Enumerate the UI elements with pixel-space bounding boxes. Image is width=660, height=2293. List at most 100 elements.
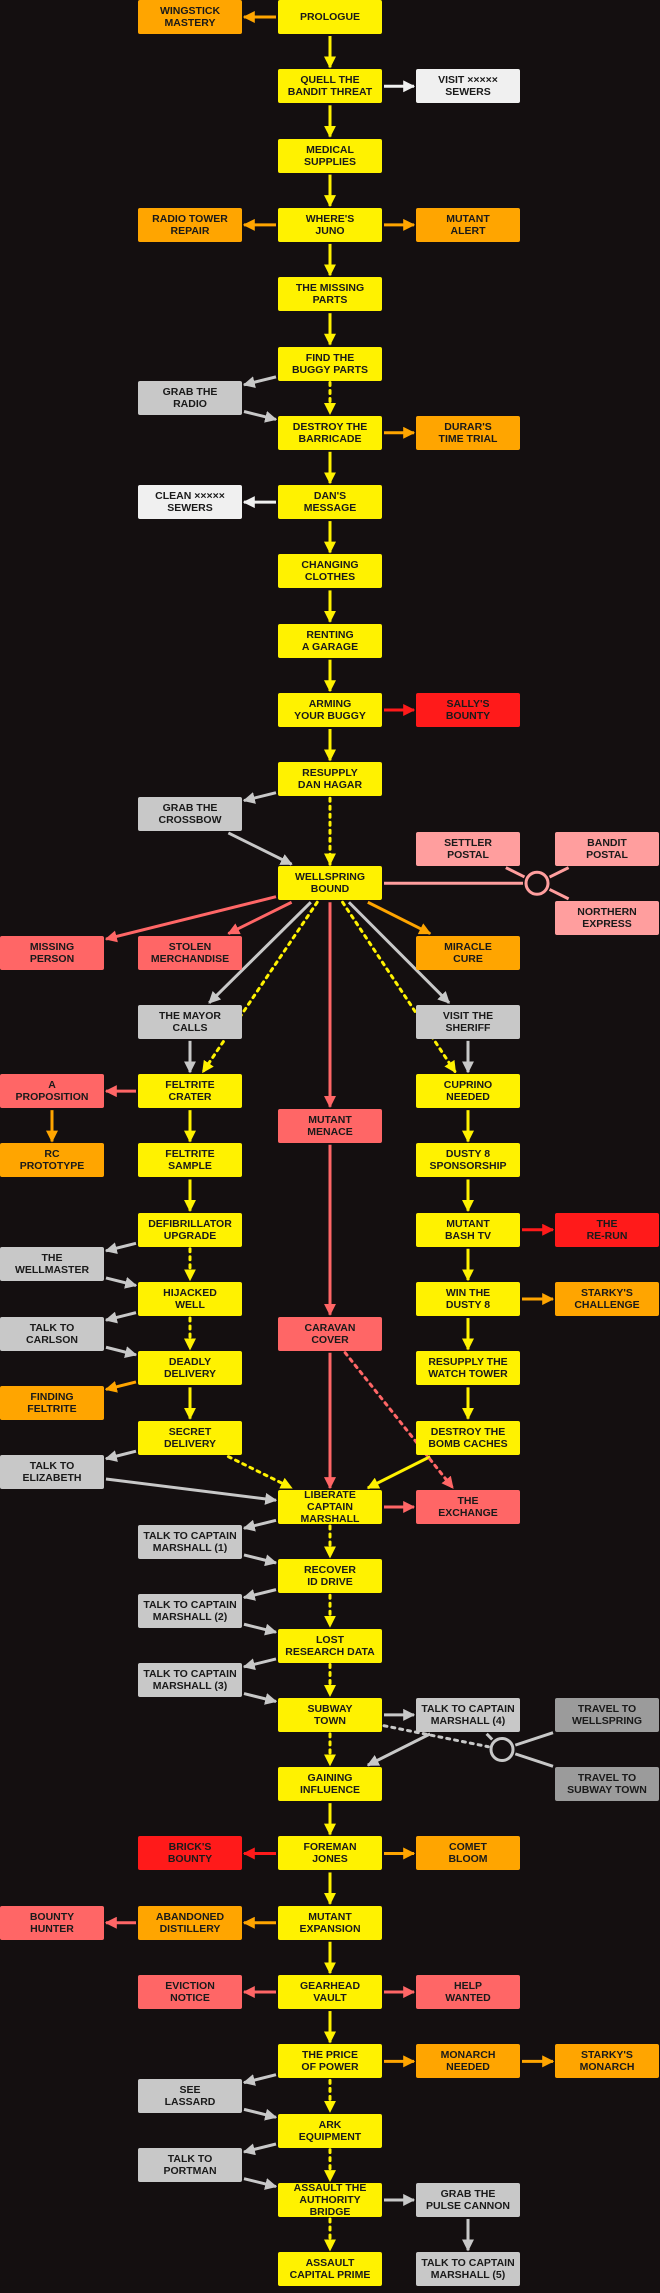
quest-node-liberate: LIBERATE CAPTAIN MARSHALL bbox=[278, 1489, 382, 1525]
branch-hub-travel-hub bbox=[489, 1737, 515, 1762]
quest-node-crossbow: GRAB THE CROSSBOW bbox=[138, 796, 242, 831]
link-liberate-to-tcm1 bbox=[242, 1518, 277, 1532]
quest-node-lost: LOST RESEARCH DATA bbox=[278, 1628, 382, 1663]
link-wellspring-to-mayor bbox=[208, 901, 312, 1004]
quest-node-tcm1: TALK TO CAPTAIN MARSHALL (1) bbox=[138, 1524, 242, 1559]
quest-node-price: THE PRICE OF POWER bbox=[278, 2044, 382, 2079]
quest-node-resupply-dan: RESUPPLY DAN HAGAR bbox=[278, 762, 382, 797]
quest-node-tcm4: TALK TO CAPTAIN MARSHALL (4) bbox=[416, 1697, 520, 1732]
quest-node-missing-parts: THE MISSING PARTS bbox=[278, 277, 382, 312]
quest-node-travel-sub: TRAVEL TO SUBWAY TOWN bbox=[555, 1767, 659, 1802]
link-wellspring-to-feltrite-crater bbox=[201, 900, 319, 1074]
quest-node-missing-person: MISSING PERSON bbox=[0, 935, 104, 970]
link-wellmaster-to-hijacked bbox=[105, 1276, 138, 1289]
quest-node-starky-mon: STARKY'S MONARCH bbox=[555, 2044, 659, 2079]
quest-node-assault-prime: ASSAULT CAPITAL PRIME bbox=[278, 2252, 382, 2287]
quest-node-stolen: STOLEN MERCHANDISE bbox=[138, 935, 242, 970]
link-postal-hub-to-northern bbox=[548, 888, 570, 901]
link-price-to-lassard bbox=[242, 2073, 277, 2086]
quest-node-pulse: GRAB THE PULSE CANNON bbox=[416, 2182, 520, 2217]
link-caravan-to-exchange bbox=[343, 1351, 455, 1490]
quest-node-garage: RENTING A GARAGE bbox=[278, 623, 382, 658]
link-wellspring-to-stolen bbox=[227, 900, 293, 935]
quest-node-medical: MEDICAL SUPPLIES bbox=[278, 138, 382, 173]
link-lost-to-tcm3 bbox=[242, 1657, 277, 1671]
quest-node-buggy-parts: FIND THE BUGGY PARTS bbox=[278, 346, 382, 381]
link-tcm4-to-travel-hub bbox=[485, 1732, 494, 1741]
quest-node-cuprino: CUPRINO NEEDED bbox=[416, 1074, 520, 1109]
link-secret-to-liberate bbox=[226, 1455, 294, 1490]
quest-node-subway: SUBWAY TOWN bbox=[278, 1697, 382, 1732]
quest-node-bomb: DESTROY THE BOMB CACHES bbox=[416, 1420, 520, 1455]
quest-node-dusty-sponsor: DUSTY 8 SPONSORSHIP bbox=[416, 1143, 520, 1178]
quest-node-gaining: GAINING INFLUENCE bbox=[278, 1767, 382, 1802]
link-wellspring-to-sheriff bbox=[347, 901, 451, 1004]
link-carlson-to-deadly bbox=[105, 1345, 138, 1358]
quest-node-watch-tower: RESUPPLY THE WATCH TOWER bbox=[416, 1351, 520, 1386]
quest-node-tcm3: TALK TO CAPTAIN MARSHALL (3) bbox=[138, 1663, 242, 1698]
quest-node-eviction: EVICTION NOTICE bbox=[138, 1975, 242, 2010]
quest-node-recover: RECOVER ID DRIVE bbox=[278, 1559, 382, 1594]
quest-node-ark: ARK EQUIPMENT bbox=[278, 2113, 382, 2148]
link-subway-to-travel-hub bbox=[382, 1724, 490, 1749]
link-wellspring-to-miracle bbox=[367, 900, 432, 935]
quest-node-bandit: QUELL THE BANDIT THREAT bbox=[278, 69, 382, 104]
link-recover-to-tcm2 bbox=[242, 1588, 277, 1601]
link-defib-to-wellmaster bbox=[104, 1241, 137, 1255]
quest-node-monarch-needed: MONARCH NEEDED bbox=[416, 2044, 520, 2079]
quest-node-rerun: THE RE-RUN bbox=[555, 1212, 659, 1247]
quest-node-bash: MUTANT BASH TV bbox=[416, 1212, 520, 1247]
link-tcm1-to-recover bbox=[243, 1553, 278, 1567]
quest-node-dans-msg: DAN'S MESSAGE bbox=[278, 485, 382, 520]
quest-node-sheriff: VISIT THE SHERIFF bbox=[416, 1004, 520, 1039]
quest-node-wellmaster: THE WELLMASTER bbox=[0, 1247, 104, 1282]
quest-node-gearhead: GEARHEAD VAULT bbox=[278, 1975, 382, 2010]
quest-node-bandit-postal: BANDIT POSTAL bbox=[555, 831, 659, 866]
link-buggy-parts-to-grab-radio bbox=[242, 375, 277, 389]
quest-node-mutant-alert: MUTANT ALERT bbox=[416, 207, 520, 242]
quest-node-clothes: CHANGING CLOTHES bbox=[278, 554, 382, 589]
quest-node-comet: COMET BLOOM bbox=[416, 1836, 520, 1871]
quest-node-arming: ARMING YOUR BUGGY bbox=[278, 693, 382, 727]
link-wellspring-to-cuprino bbox=[341, 900, 457, 1074]
link-hijacked-to-carlson bbox=[104, 1311, 137, 1324]
link-ark-to-portman bbox=[242, 2142, 277, 2156]
quest-node-hijacked: HIJACKED WELL bbox=[138, 1282, 242, 1317]
quest-node-foreman: FOREMAN JONES bbox=[278, 1836, 382, 1871]
branch-hub-postal-hub bbox=[524, 870, 550, 896]
quest-node-secret: SECRET DELIVERY bbox=[138, 1420, 242, 1455]
link-tcm3-to-subway bbox=[243, 1692, 278, 1705]
quest-node-grab-radio: GRAB THE RADIO bbox=[138, 381, 242, 416]
quest-node-lassard: SEE LASSARD bbox=[138, 2079, 242, 2113]
quest-node-feltrite-crater: FELTRITE CRATER bbox=[138, 1074, 242, 1109]
quest-node-durar: DURAR'S TIME TRIAL bbox=[416, 415, 520, 450]
link-resupply-dan-to-crossbow bbox=[242, 791, 277, 804]
quest-node-assault-bridge: ASSAULT THE AUTHORITY BRIDGE bbox=[278, 2182, 382, 2218]
quest-node-caravan: CARAVAN COVER bbox=[278, 1316, 382, 1351]
quest-node-wellspring: WELLSPRING BOUND bbox=[278, 866, 382, 901]
quest-node-win-dusty: WIN THE DUSTY 8 bbox=[416, 1282, 520, 1317]
quest-node-proposition: A PROPOSITION bbox=[0, 1074, 104, 1109]
quest-node-finding-felt: FINDING FELTRITE bbox=[0, 1386, 104, 1420]
link-travel-hub-to-travel-sub bbox=[514, 1752, 554, 1768]
quest-node-radio-repair: RADIO TOWER REPAIR bbox=[138, 207, 242, 242]
link-bomb-to-liberate bbox=[366, 1455, 431, 1490]
link-crossbow-to-wellspring bbox=[227, 831, 293, 866]
quest-node-tcm2: TALK TO CAPTAIN MARSHALL (2) bbox=[138, 1593, 242, 1628]
quest-node-feltrite-sample: FELTRITE SAMPLE bbox=[138, 1143, 242, 1178]
quest-node-portman: TALK TO PORTMAN bbox=[138, 2148, 242, 2183]
quest-node-settler: SETTLER POSTAL bbox=[416, 831, 520, 866]
quest-node-help: HELP WANTED bbox=[416, 1975, 520, 2010]
quest-node-barricade: DESTROY THE BARRICADE bbox=[278, 415, 382, 450]
quest-node-northern: NORTHERN EXPRESS bbox=[555, 900, 659, 935]
quest-node-bounty-hunter: BOUNTY HUNTER bbox=[0, 1905, 104, 1940]
quest-node-sewers1: VISIT ××××× SEWERS bbox=[416, 69, 520, 104]
quest-node-exchange: THE EXCHANGE bbox=[416, 1489, 520, 1524]
link-tcm2-to-lost bbox=[243, 1622, 278, 1636]
link-grab-radio-to-barricade bbox=[243, 410, 278, 423]
quest-node-mayor: THE MAYOR CALLS bbox=[138, 1004, 242, 1039]
quest-node-sally: SALLY'S BOUNTY bbox=[416, 693, 520, 727]
quest-node-mut-exp: MUTANT EXPANSION bbox=[278, 1905, 382, 1940]
